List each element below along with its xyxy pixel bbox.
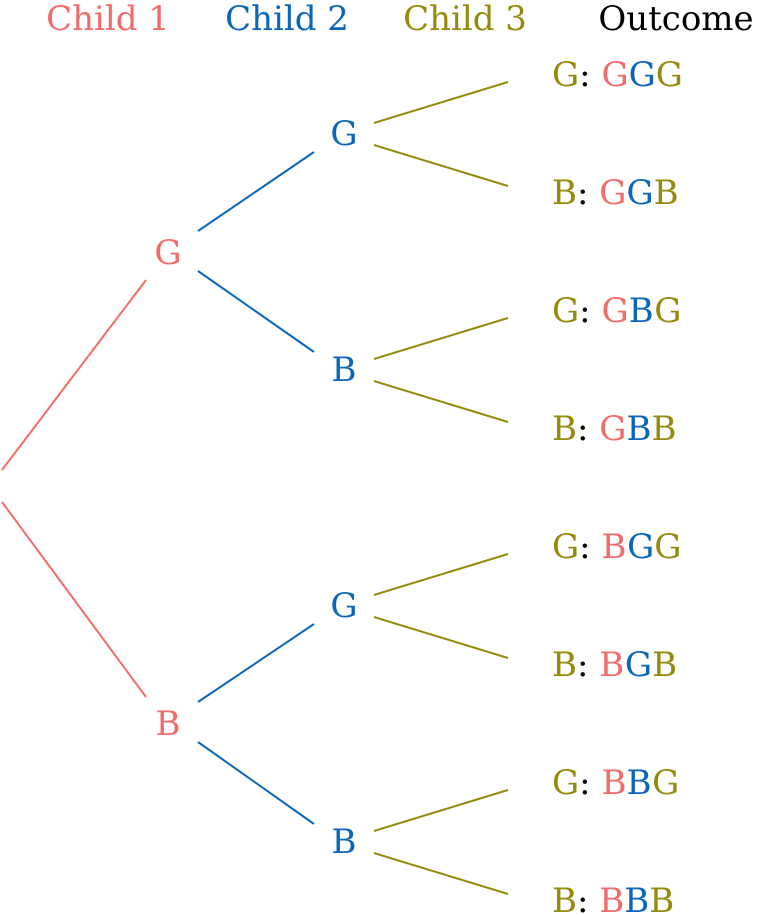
outcome-sequence-letter-2: B (624, 881, 649, 915)
outcome-separator: : (577, 409, 599, 449)
outcome-sequence-letter-1: B (601, 763, 626, 803)
outcome-third-child: G (552, 763, 579, 803)
outcome-sequence-letter-3: B (649, 881, 674, 915)
outcome-sequence-letter-1: B (599, 645, 625, 685)
edge-child1-to-child2-2 (197, 270, 315, 353)
outcome-sequence-letter-3: G (656, 55, 683, 95)
outcome-separator: : (579, 55, 601, 95)
outcome-separator: : (577, 881, 599, 915)
edge-child1-to-child2-4 (197, 741, 315, 825)
outcome-sequence-letter-3: G (654, 291, 681, 331)
outcome-label-1: G: GGG (552, 55, 683, 95)
outcome-label-3: G: GBG (552, 291, 681, 331)
outcome-third-child: G (552, 527, 579, 567)
outcome-third-child: G (552, 55, 579, 95)
edge-child2-to-child3-6 (373, 616, 509, 659)
outcome-sequence-letter-2: G (629, 55, 656, 95)
outcome-sequence-letter-3: B (652, 645, 677, 685)
outcome-sequence-letter-1: B (599, 881, 624, 915)
outcome-separator: : (577, 173, 599, 213)
outcome-sequence-letter-3: G (654, 527, 681, 567)
outcome-sequence-letter-1: G (599, 409, 626, 449)
outcome-sequence-letter-2: G (627, 527, 654, 567)
node-child2-4: B (332, 822, 357, 862)
outcome-sequence-letter-1: G (599, 173, 626, 213)
outcome-third-child: B (552, 409, 577, 449)
outcome-label-7: G: BBG (552, 763, 679, 803)
outcome-third-child: B (552, 173, 577, 213)
outcome-label-6: B: BGB (552, 645, 677, 685)
column-headers: Child 1 Child 2 Child 3 Outcome (46, 0, 754, 39)
header-child-3: Child 3 (403, 0, 527, 39)
edge-root-to-child1-1 (1, 279, 147, 471)
edge-child1-to-child2-3 (197, 623, 315, 703)
edge-child2-to-child3-3 (373, 317, 509, 360)
edge-child2-to-child3-7 (373, 789, 509, 832)
header-child-2: Child 2 (225, 0, 349, 39)
outcome-third-child: B (552, 881, 577, 915)
outcome-label-4: B: GBB (552, 409, 676, 449)
node-child1-b: B (156, 704, 181, 744)
node-child2-2: B (332, 350, 357, 390)
edge-child2-to-child3-2 (373, 144, 509, 187)
tree-edges (1, 81, 509, 895)
outcome-label-8: B: BBB (552, 881, 674, 915)
outcome-sequence-letter-2: B (626, 763, 652, 803)
outcome-sequence-letter-1: G (601, 291, 628, 331)
edge-root-to-child1-2 (1, 501, 147, 698)
outcome-separator: : (579, 763, 601, 803)
edge-child2-to-child3-1 (373, 81, 509, 124)
outcome-sequence-letter-2: G (625, 645, 652, 685)
edge-child2-to-child3-8 (373, 852, 509, 895)
outcome-third-child: B (552, 645, 577, 685)
outcome-separator: : (579, 527, 601, 567)
header-outcome: Outcome (598, 0, 753, 39)
header-child-1: Child 1 (46, 0, 170, 39)
outcome-label-5: G: BGG (552, 527, 681, 567)
outcome-sequence-letter-2: B (629, 291, 655, 331)
outcome-label-2: B: GGB (552, 173, 679, 213)
edge-child1-to-child2-1 (197, 151, 315, 232)
outcome-third-child: G (552, 291, 579, 331)
outcome-sequence-letter-3: B (651, 409, 676, 449)
outcome-sequence-letter-2: G (626, 173, 653, 213)
node-child2-3: G (330, 586, 357, 626)
outcome-sequence-letter-1: G (601, 55, 628, 95)
node-child2-1: G (330, 114, 357, 154)
outcome-sequence-letter-3: B (654, 173, 679, 213)
outcome-sequence-letter-3: G (652, 763, 679, 803)
node-child1-g: G (154, 233, 181, 273)
outcome-separator: : (579, 291, 601, 331)
outcome-sequence-letter-2: B (626, 409, 651, 449)
outcome-sequence-letter-1: B (601, 527, 627, 567)
edge-child2-to-child3-4 (373, 380, 509, 423)
edge-child2-to-child3-5 (373, 553, 509, 596)
outcome-separator: : (577, 645, 599, 685)
